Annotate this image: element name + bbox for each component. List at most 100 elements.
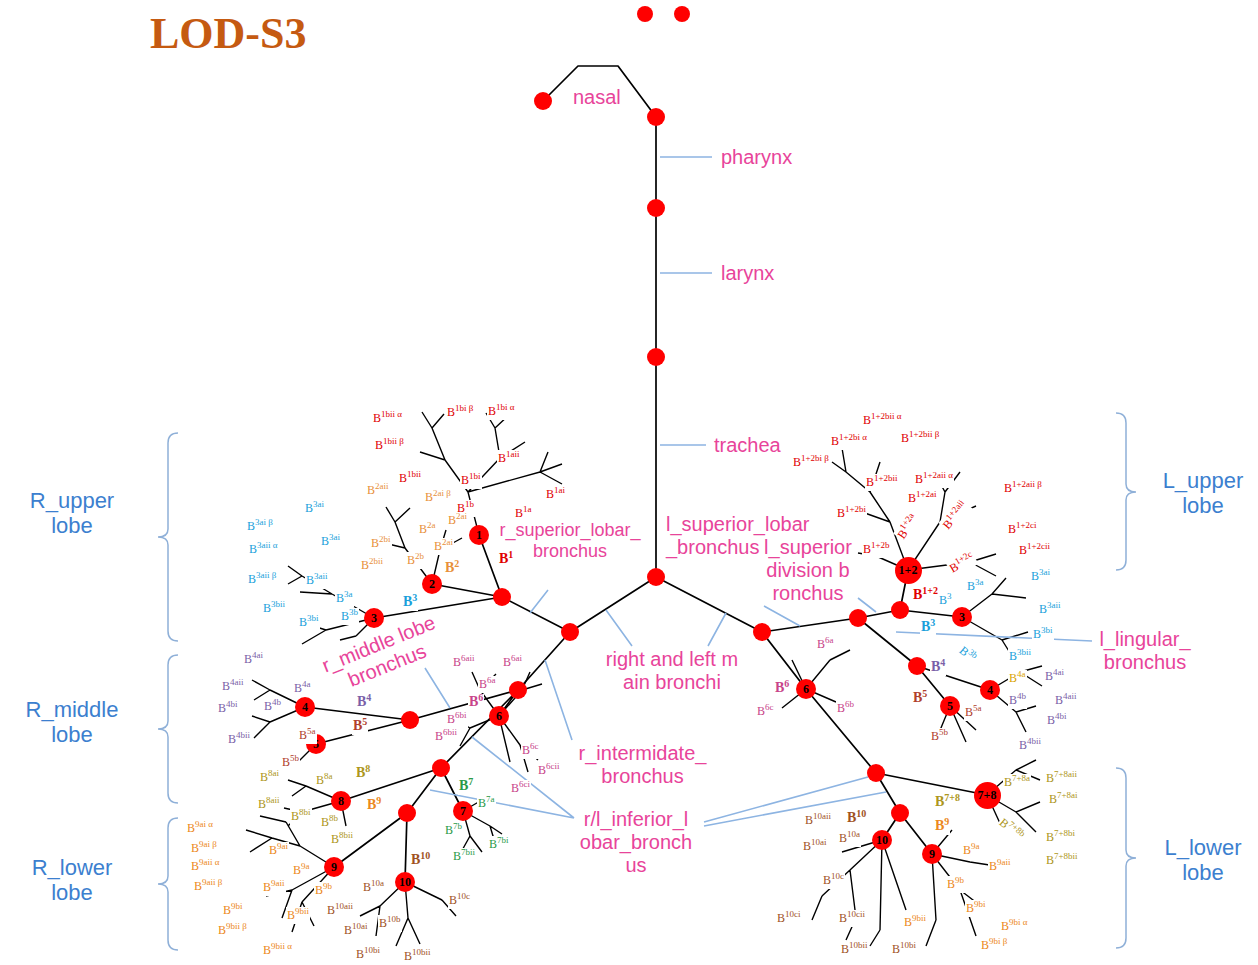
branch-letter: B [901,431,909,445]
bronchus-label: trachea [714,434,781,457]
bronchus-label: r_middle lobe bronchus [314,609,452,700]
branch-letter: B [913,587,922,602]
branch-letter: B [218,701,226,715]
branch-label: B10aii [326,902,354,919]
branch-label: B9bi [222,902,244,919]
bronchus-label: pharynx [721,146,792,169]
branch-letter: B [931,729,939,743]
branch-letter: B [981,938,989,952]
branch-superscript: 5a [973,703,982,713]
branch-letter: B [187,821,195,835]
branch-letter: B [453,849,461,863]
branch-label: B10 [410,852,431,869]
branch-label: B9bii [286,907,310,924]
branch-superscript: 9ai [277,841,288,851]
branch-label: B3bi [298,614,320,631]
branch-letter: B [315,883,323,897]
branch-superscript: 7 [468,776,473,787]
branch-label: B6 [468,694,484,711]
branch-letter: B [264,699,272,713]
branch-label: B1+2cii [1018,542,1051,559]
branch-superscript: 2ai [442,537,453,547]
branch-label: B4a [1008,670,1027,687]
branch-superscript: 10aii [813,811,831,821]
branch-label: B7+8bi [1045,829,1076,846]
branch-superscript: 9 [376,795,381,806]
branch-letter: B [489,837,497,851]
branch-letter: B [837,506,845,520]
branch-label: B3bii [262,600,286,617]
branch-superscript: 6ai [511,653,522,663]
bronchus-label: r/l_inferior_l obar_bronch us [578,808,694,877]
branch-letter: B [892,942,900,956]
branch-label: B3 [402,594,418,611]
branch-letter: B [373,411,381,425]
branch-label: B1+2aii β [1003,480,1043,497]
branch-letter: B [817,637,825,651]
lobe-brackets [158,413,1136,950]
branch-superscript: 8bii [339,830,353,840]
branch-label: B1+2ai [907,490,938,507]
branch-superscript: 4bi [226,699,238,709]
branch-label: B1+2 [912,587,939,604]
branch-letter: B [435,729,443,743]
branch-superscript: 8 [365,763,370,774]
branch-superscript: 9bi α [1009,917,1027,927]
branch-letter: B [1033,627,1041,641]
branch-superscript: 9ai β [199,839,217,849]
branch-label: B1bi β [446,404,474,421]
branch-superscript: 5a [307,726,316,736]
branch-letter: B [367,797,376,812]
branch-letter: B [249,542,257,556]
branch-label: B6bi [446,711,468,728]
leader-lines [425,157,1092,826]
branch-superscript: 8aii [266,795,280,805]
branch-label: B2ai β [424,489,452,506]
branch-letter: B [1001,919,1009,933]
branch-dot [908,657,926,675]
segment-number: 10 [399,876,411,888]
branch-superscript: 1+2 [922,585,938,596]
branch-letter: B [299,615,307,629]
branch-label: B3b [955,642,980,667]
branch-letter: B [291,809,299,823]
branch-superscript: 1+2bii [874,473,898,483]
branch-label: B7+8bii [1045,852,1079,869]
branch-label: B1+2bi [836,505,867,522]
branch-points [398,6,926,822]
branch-superscript: 4bii [1027,736,1041,746]
branch-letter: B [1004,775,1012,789]
segment-number: 8 [338,795,344,807]
branch-superscript: 1bi β [455,403,473,413]
branch-label: B1ai [545,486,566,503]
branch-letter: B [445,560,454,575]
branch-label: B9a [292,862,311,879]
branch-superscript: 1bii α [381,409,402,419]
branch-letter: B [294,681,302,695]
branch-label: B9aii β [193,878,223,895]
segment-circle: 1 [469,525,489,545]
branch-label: B10c [448,892,471,909]
branch-letter: B [425,490,433,504]
branch-label: B9bii β [217,922,248,939]
branch-superscript: 10 [420,850,430,861]
branch-label: B1+2bii α [862,412,903,429]
lobe-label: R_middle lobe [17,697,127,748]
branch-superscript: 10ai [352,921,368,931]
branch-label: B4b [1008,692,1027,709]
branch-superscript: 1bii β [383,436,404,446]
branch-dot [891,804,909,822]
branch-letter: B [965,705,973,719]
branch-letter: B [404,949,412,963]
branch-label: B9bii [903,914,927,931]
branch-superscript: 1bii [407,469,421,479]
branch-superscript: 3ai [313,499,324,509]
branch-label: B3 [920,619,936,636]
branch-label: B5 [912,690,928,707]
branch-letter: B [344,923,352,937]
branch-letter: B [793,455,801,469]
branch-letter: B [1046,853,1054,867]
branch-letter: B [967,579,975,593]
branch-letter: B [282,755,290,769]
branch-letter: B [191,859,199,873]
